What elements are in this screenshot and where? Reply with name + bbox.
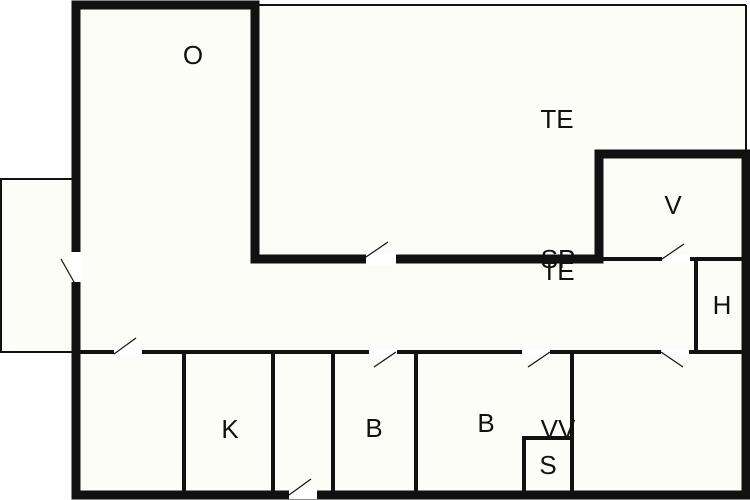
exterior-wall-east: [594, 149, 750, 500]
wall-sauna: [522, 436, 574, 497]
inner-wall-upper-room: [250, 0, 604, 264]
door-swing-1: [113, 337, 137, 355]
door-swing-upper-room: [365, 241, 389, 258]
exterior-wall-north-west: [71, 0, 750, 500]
main-floor-area: [76, 5, 746, 495]
door-gap-balcony: [70, 252, 82, 282]
door-swing-v: [661, 243, 685, 260]
room-label-s: S: [539, 450, 556, 480]
door-swing-balcony: [60, 258, 75, 283]
door-gap-v: [662, 255, 690, 263]
door-gap-2: [369, 349, 397, 356]
balcony-outline: [0, 178, 75, 353]
room-label-sp: SP: [541, 244, 576, 274]
balcony-area: [1, 179, 75, 352]
door-swing-2: [373, 351, 397, 368]
door-gap-upper-room: [366, 253, 396, 265]
room-label-o: O: [183, 40, 203, 70]
room-label-h: H: [713, 290, 732, 320]
door-swing-4: [660, 351, 684, 368]
door-swing-3: [527, 351, 551, 368]
door-gap-bottom: [289, 489, 317, 499]
room-label-v: V: [664, 190, 682, 220]
door-gap-1: [114, 349, 142, 356]
room-label-b-1: B: [365, 413, 382, 443]
room-label-b-2: B: [477, 408, 494, 438]
door-swing-bottom: [288, 478, 312, 496]
door-gap-3: [522, 349, 550, 356]
room-label-te-upper: TE: [540, 104, 573, 134]
room-label-vv: VV: [541, 414, 576, 444]
room-label-k: K: [221, 414, 239, 444]
door-gap-4: [661, 349, 689, 356]
room-label-te-lower: TE: [541, 256, 574, 286]
